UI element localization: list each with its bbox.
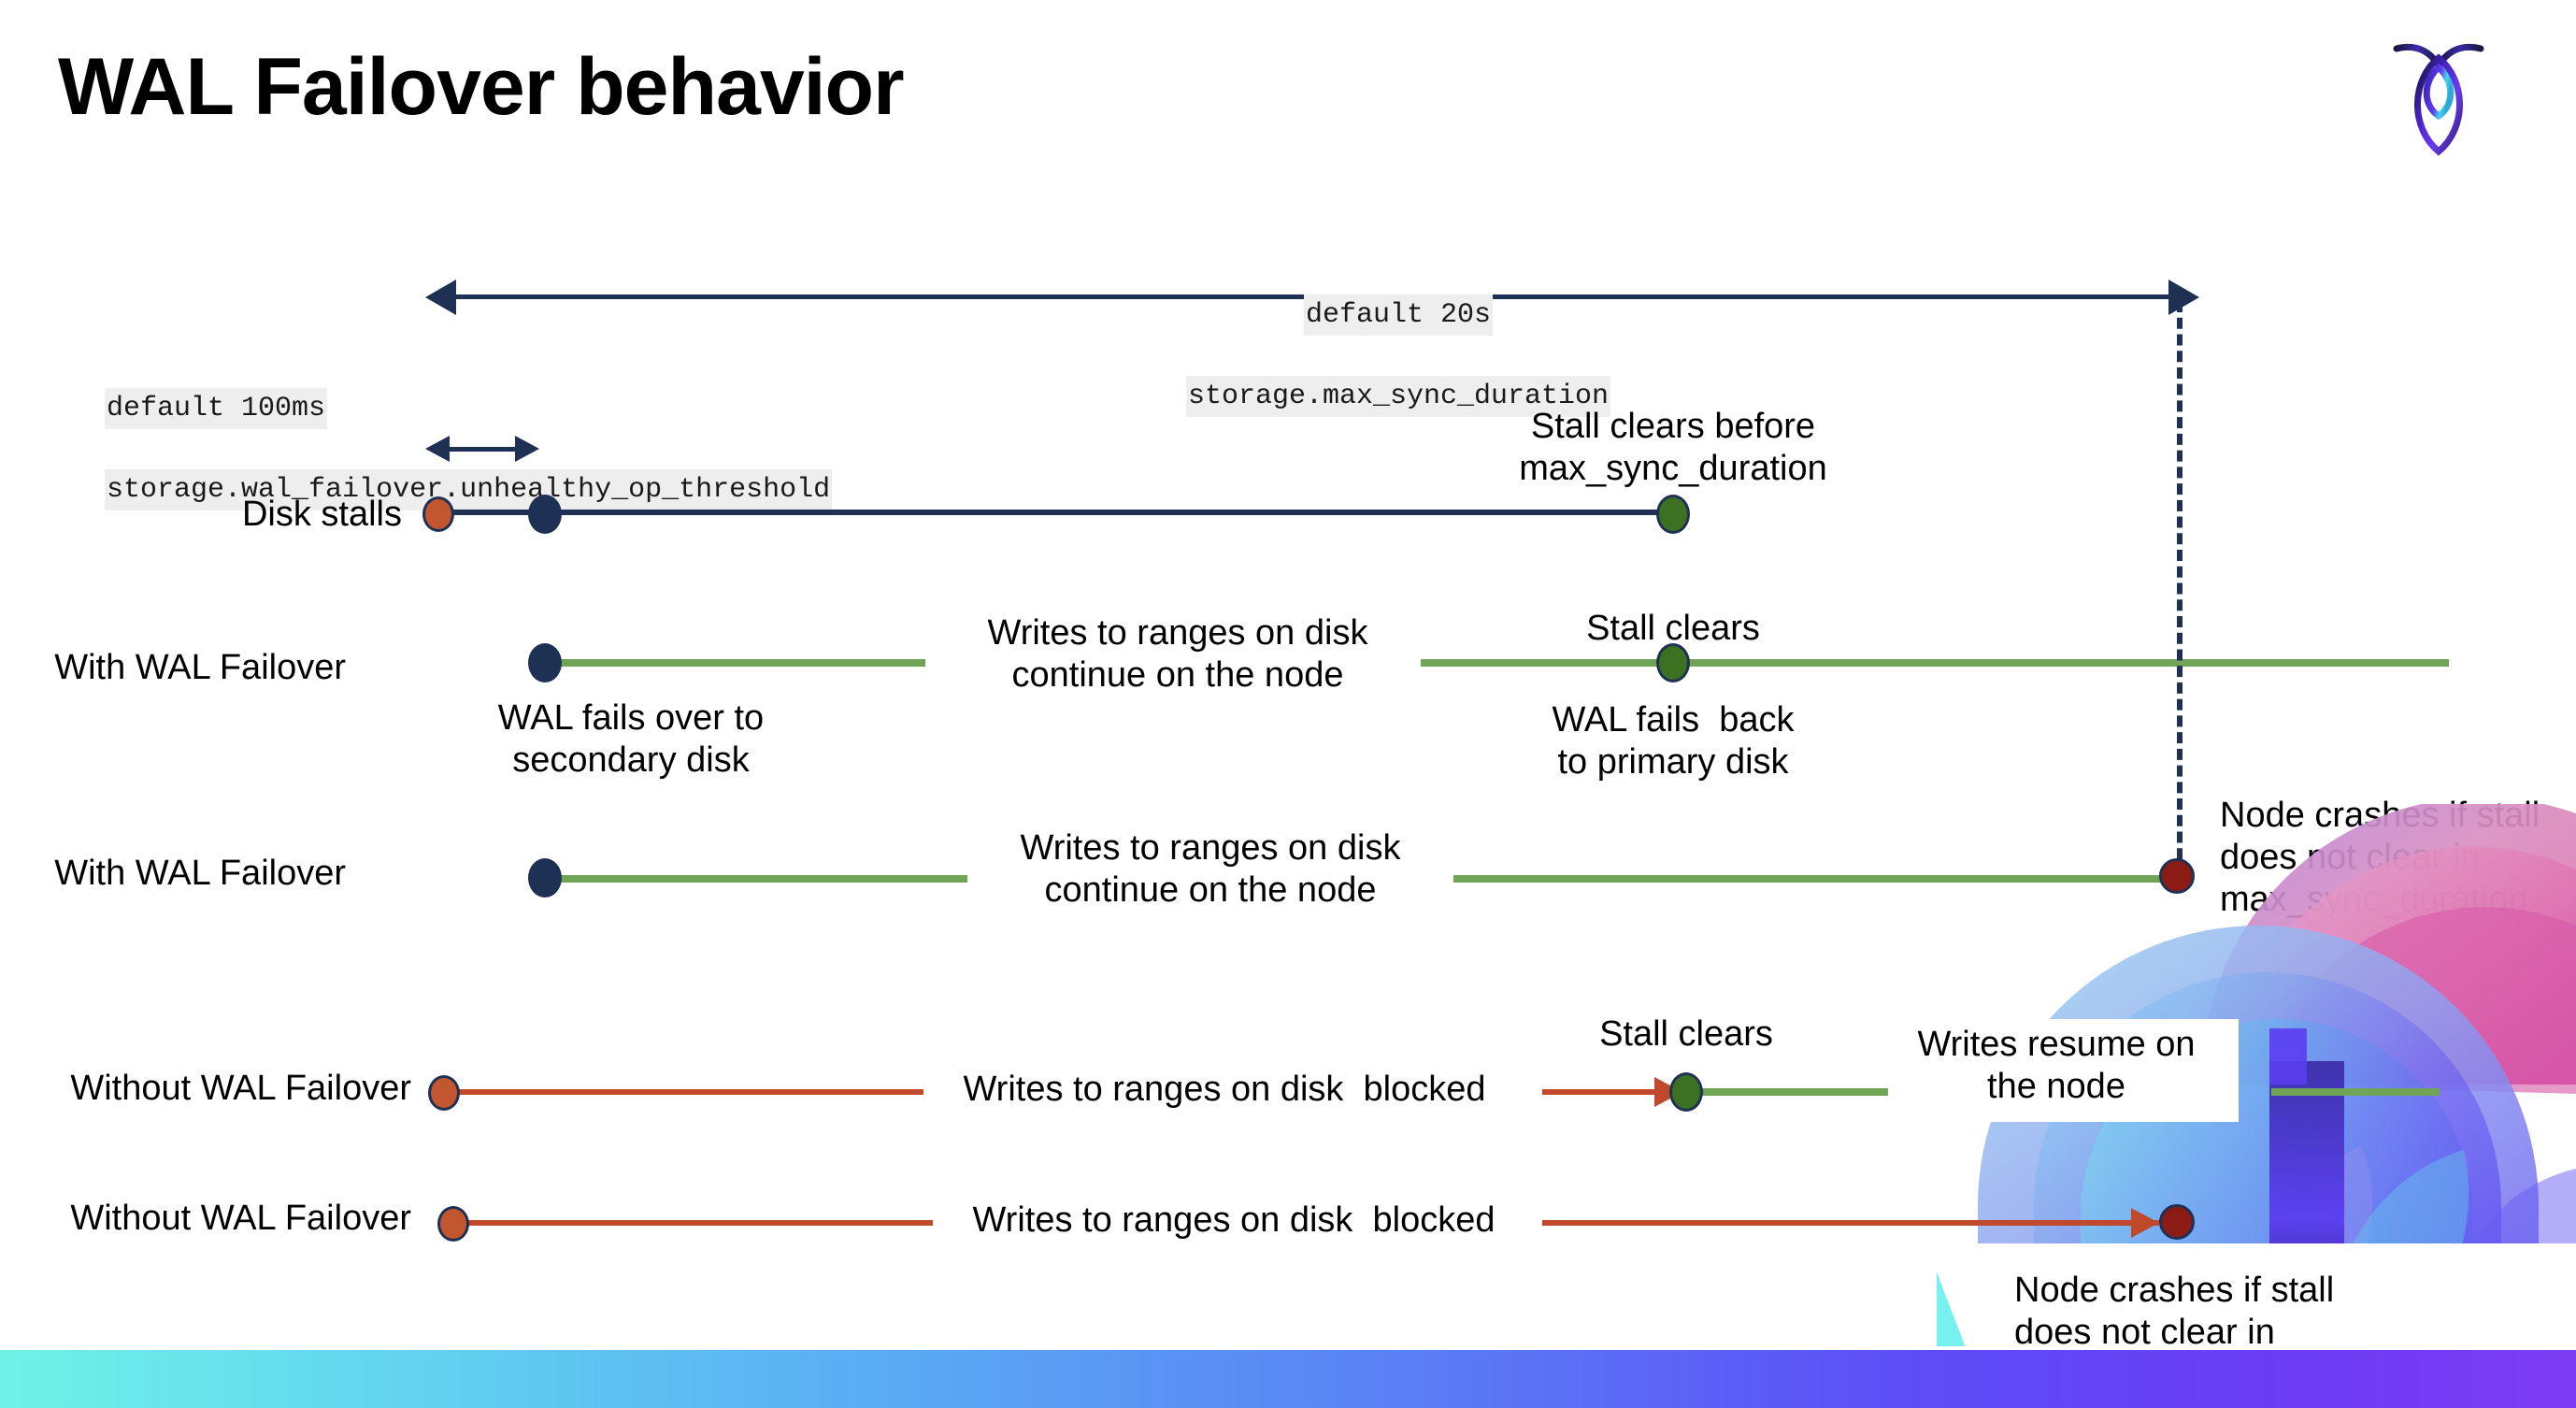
with-failover-1-start-note-text: WAL fails over to secondary disk: [497, 698, 765, 780]
with-failover-2-crash-note: Node crashes if stall does not clear in …: [2220, 795, 2576, 920]
with-failover-1-end-note: WAL fails back to primary disk: [1503, 699, 1843, 783]
unhealthy-op-threshold-setting-label: default 100ms storage.wal_failover.unhea…: [37, 348, 833, 551]
writes-resume-callout-background: [1865, 1019, 2239, 1122]
bottom-gradient-bar: [0, 1350, 2576, 1408]
row-label-disk-stalls: Disk stalls: [241, 495, 402, 534]
max-sync-duration-arrow-left: [425, 280, 456, 315]
cockroachdb-logo-icon: [2387, 28, 2490, 168]
disk-stalls-annotation-text: Stall clears before max_sync_duration: [1519, 407, 1827, 488]
without-failover-1-clear-dot: [1669, 1072, 1703, 1112]
with-failover-1-start-note: WAL fails over to secondary disk: [435, 697, 827, 782]
with-failover-1-line-left: [542, 659, 925, 667]
without-failover-1-line-left: [447, 1089, 923, 1095]
without-failover-2-crash-dot: [2159, 1204, 2195, 1240]
without-failover-1-line-right: [1701, 1088, 1888, 1096]
with-failover-2-middle-note-text: Writes to ranges on disk continue on the…: [1020, 828, 1401, 910]
top-setting-name: storage.max_sync_duration: [1185, 375, 1611, 418]
without-failover-1-resume-note-text: Writes resume on the node: [1917, 1025, 2196, 1106]
without-failover-2-start-dot: [437, 1206, 469, 1242]
without-failover-2-line-left: [456, 1220, 933, 1226]
row-label-without-failover-1: Without WAL Failover: [70, 1069, 411, 1108]
without-failover-1-resume-note: Writes resume on the node: [1897, 1024, 2215, 1108]
with-failover-1-failover-dot: [528, 643, 562, 682]
without-failover-1-line-far-right: [2271, 1088, 2440, 1096]
row-label-with-failover-2: With WAL Failover: [54, 854, 346, 893]
with-failover-2-crash-note-text: Node crashes if stall does not clear in …: [2220, 796, 2540, 919]
disk-stalls-timeline: [439, 510, 1673, 515]
max-sync-duration-arrow-right: [2168, 280, 2199, 315]
row-label-with-failover-1: With WAL Failover: [54, 648, 346, 687]
with-failover-1-end-note-text: WAL fails back to primary disk: [1552, 700, 1795, 782]
with-failover-1-clear-dot: [1656, 643, 1690, 682]
with-failover-2-middle-note: Writes to ranges on disk continue on the…: [967, 827, 1453, 912]
max-sync-duration-setting-label: default 20s storage.max_sync_duration: [1038, 254, 1692, 457]
with-failover-2-line-right: [1480, 875, 2181, 883]
disk-stalls-start-dot: [422, 496, 454, 532]
row-label-without-failover-2: Without WAL Failover: [70, 1199, 411, 1238]
with-failover-1-middle-note: Writes to ranges on disk continue on the…: [935, 612, 1421, 697]
without-failover-1-clear-note-text: Stall clears: [1599, 1014, 1773, 1054]
without-failover-1-line-mid: [1542, 1089, 1682, 1095]
without-failover-2-arrowhead: [2131, 1208, 2159, 1238]
without-failover-2-line-right: [1542, 1220, 2159, 1226]
threshold-arrow-right: [515, 436, 539, 462]
disk-stalls-clear-dot: [1656, 495, 1690, 534]
left-setting-name: storage.wal_failover.unhealthy_op_thresh…: [105, 468, 833, 511]
left-default-value: default 100ms: [105, 387, 328, 430]
page-title: WAL Failover behavior: [58, 42, 905, 132]
with-failover-1-clear-note: Stall clears: [1512, 608, 1834, 650]
without-failover-1-blocked-note: Writes to ranges on disk blocked: [935, 1069, 1514, 1111]
without-failover-1-clear-note: Stall clears: [1525, 1013, 1847, 1056]
max-sync-duration-dropline: [2177, 301, 2182, 876]
with-failover-2-crash-dot: [2159, 858, 2195, 894]
without-failover-2-blocked-note: Writes to ranges on disk blocked: [944, 1200, 1524, 1242]
with-failover-1-middle-note-text: Writes to ranges on disk continue on the…: [987, 613, 1368, 695]
with-failover-1-clear-note-text: Stall clears: [1586, 609, 1760, 648]
disk-stalls-detect-dot: [528, 495, 562, 534]
without-failover-1-start-dot: [428, 1075, 460, 1111]
without-failover-1-blocked-note-text: Writes to ranges on disk blocked: [963, 1070, 1486, 1109]
disk-stalls-annotation: Stall clears before max_sync_duration: [1477, 406, 1869, 490]
threshold-span-line: [448, 447, 515, 452]
threshold-arrow-left: [425, 436, 450, 462]
with-failover-1-line-right: [1421, 659, 2449, 667]
without-failover-2-blocked-note-text: Writes to ranges on disk blocked: [972, 1200, 1496, 1240]
top-default-value: default 20s: [1303, 294, 1494, 337]
with-failover-2-failover-dot: [528, 858, 562, 898]
